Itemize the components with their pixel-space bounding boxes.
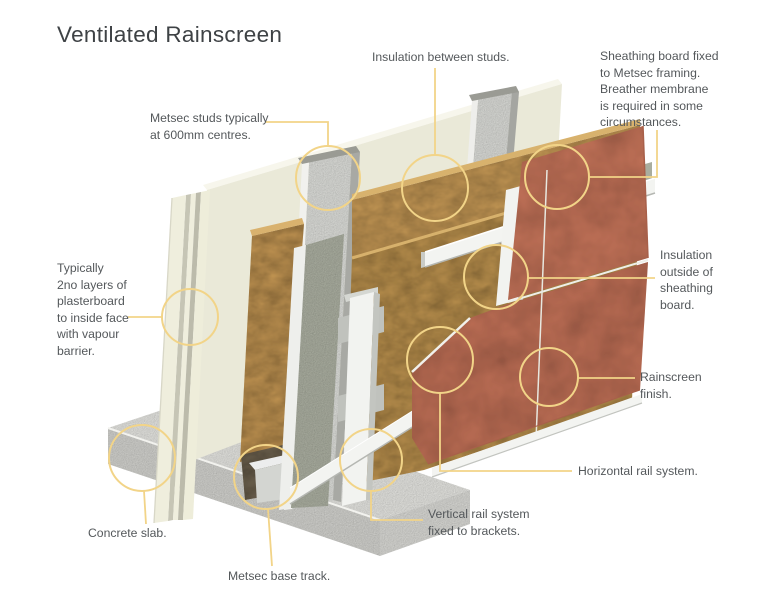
callout-leader-vertical-rail: [370, 491, 423, 521]
callout-circle-base-track: [233, 444, 299, 510]
callout-circle-concrete-slab: [108, 424, 176, 492]
callout-label-plasterboard: Typically 2no layers of plasterboard to …: [57, 261, 129, 358]
callout-circle-rainscreen: [519, 347, 579, 407]
callout-label-rainscreen-finish: Rainscreen finish.: [640, 370, 702, 401]
callout-label-insulation-outside: Insulation outside of sheathing board.: [660, 248, 713, 312]
callout-label-vertical-rail: Vertical rail system fixed to brackets.: [428, 507, 530, 538]
callout-label-concrete-slab: Concrete slab.: [88, 526, 167, 540]
callout-leader-sheathing-board: [589, 130, 658, 178]
callout-leader-concrete-slab: [143, 490, 147, 525]
callout-circle-insulation-outside: [463, 244, 529, 310]
callout-leader-base-track: [267, 508, 273, 567]
callout-label-sheathing-board: Sheathing board fixed to Metsec framing.…: [600, 49, 719, 129]
horizontal-rail-shape: [431, 394, 643, 478]
callout-label-insulation-between: Insulation between studs.: [372, 50, 510, 64]
callout-label-metsec-studs: Metsec studs typically at 600mm centres.: [150, 111, 269, 142]
callout-leader-metsec-studs: [265, 121, 329, 146]
page-title: Ventilated Rainscreen: [57, 22, 283, 47]
sheathing-board-shape: [279, 234, 344, 510]
callout-label-metsec-base-track: Metsec base track.: [228, 569, 331, 583]
callout-label-horizontal-rail: Horizontal rail system.: [578, 464, 698, 478]
callout-leader-horizontal-rail: [439, 393, 572, 472]
callout-graphics: [108, 68, 658, 567]
rainscreen-panel-shape: [411, 125, 649, 465]
